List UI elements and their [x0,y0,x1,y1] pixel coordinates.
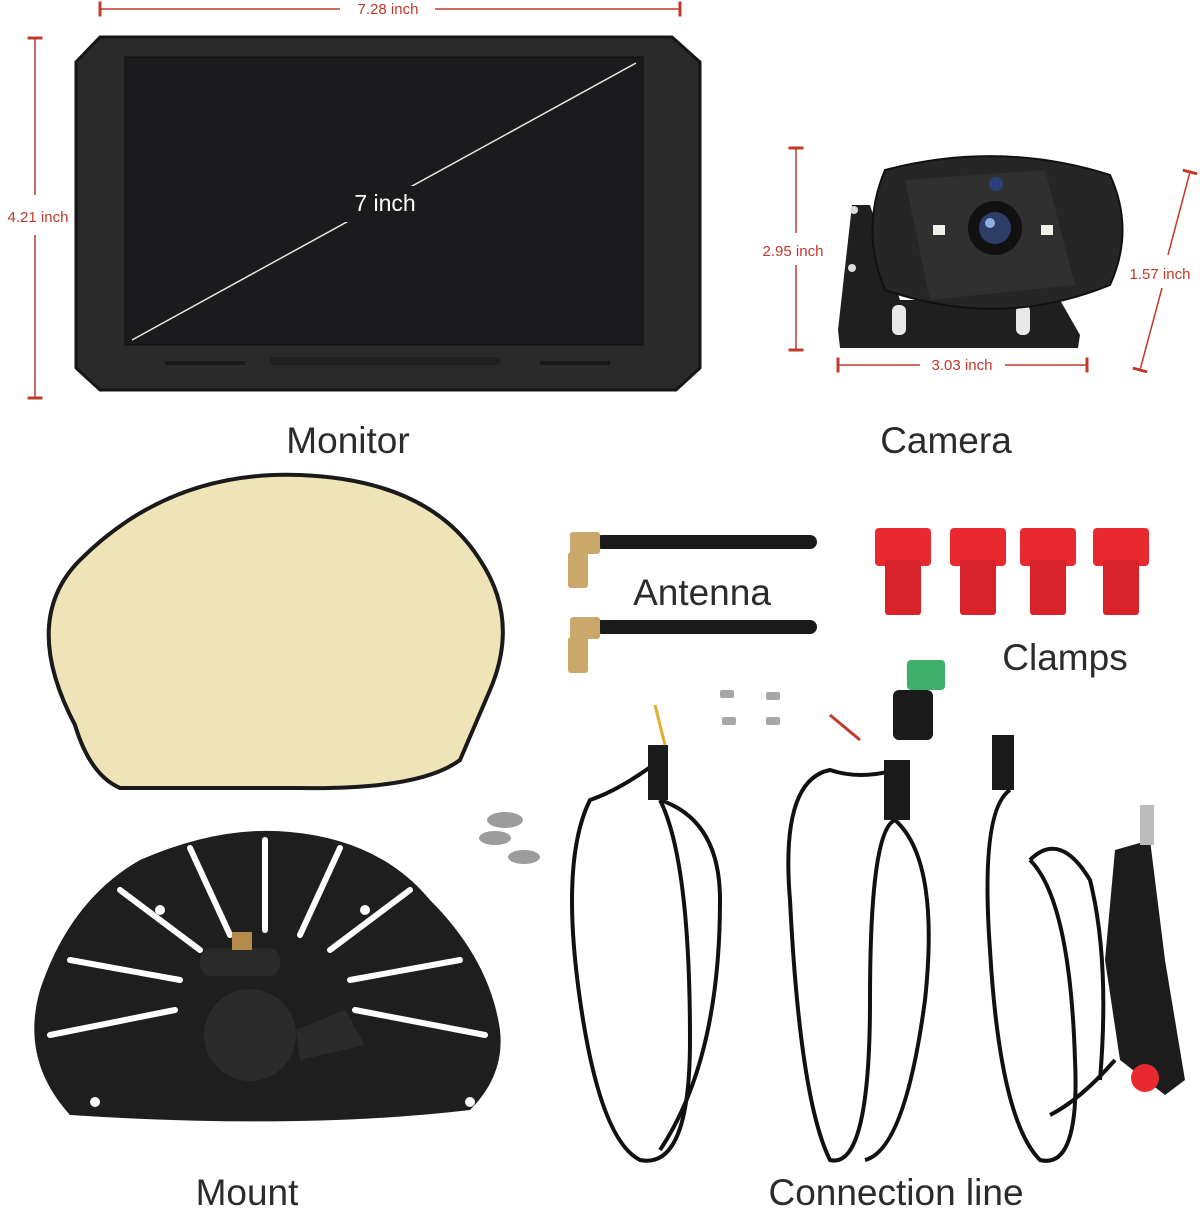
cable-icon [786,660,945,1163]
screen-diagonal-label: 7 inch [354,190,415,216]
clamps-caption: Clamps [1002,637,1127,678]
cigarette-lighter-plug-icon [1049,805,1185,1117]
monitor-group: 7.28 inch 4.21 inch 7 inch Monitor [8,1,702,461]
clamp-icon [1020,528,1076,615]
screw-icon [722,717,736,725]
cable-icon [570,704,723,1163]
antenna-icon [568,617,817,673]
antenna-icon [568,532,817,588]
adhesive-pad-icon [46,472,505,791]
screw-icon [479,831,511,845]
clamps-group: Clamps [875,528,1149,678]
monitor-width-label: 7.28 inch [358,1,419,18]
screws-group [479,690,780,864]
camera-depth-label: 1.57 inch [1130,266,1191,283]
cables-group [570,660,1185,1163]
camera-height-label: 2.95 inch [763,243,824,260]
camera-width-label: 3.03 inch [932,357,993,374]
connection-line-caption: Connection line [768,1172,1023,1209]
mount-bracket-icon [34,830,501,1122]
screw-icon [508,850,540,864]
camera-caption: Camera [880,420,1012,461]
antenna-group: Antenna [568,532,817,673]
screw-icon [766,692,780,700]
mount-caption: Mount [196,1172,300,1209]
cable-icon [985,735,1106,1163]
clamp-icon [950,528,1006,615]
clamp-icon [1093,528,1149,615]
clamp-icon [875,528,931,615]
camera-group: 2.95 inch 3.03 inch 1.57 inch Camera [763,146,1198,461]
screw-icon [766,717,780,725]
mount-group: Mount [34,830,501,1209]
screw-icon [487,812,523,828]
monitor-height-label: 4.21 inch [8,209,69,226]
screw-icon [720,690,734,698]
monitor-caption: Monitor [286,420,409,461]
antenna-caption: Antenna [633,572,771,613]
